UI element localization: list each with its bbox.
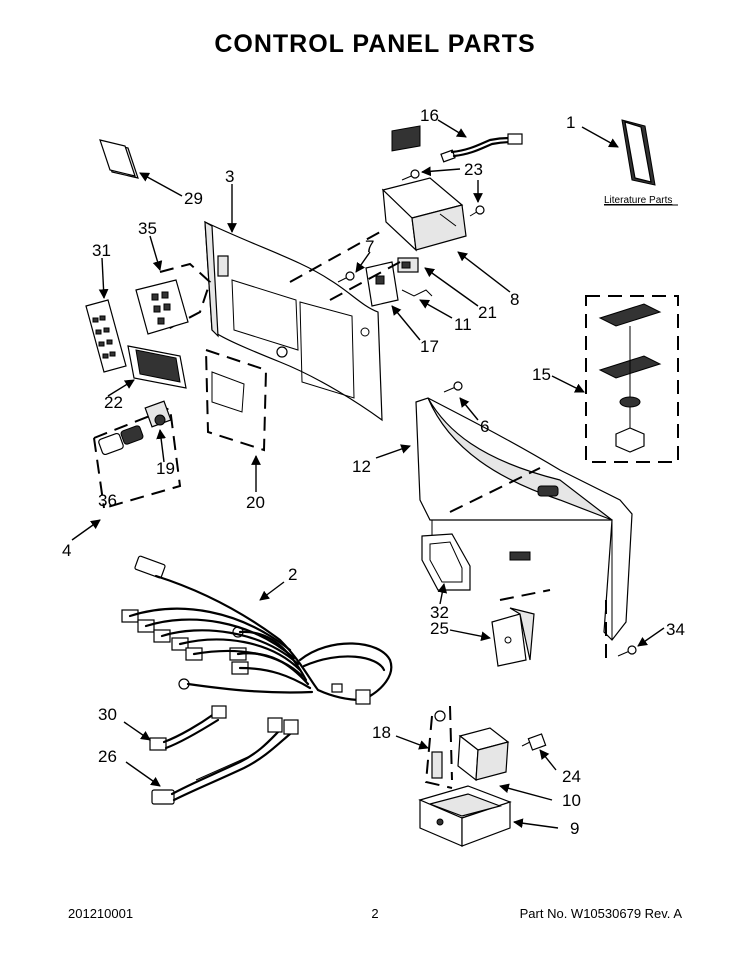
part-29-overlay [99,139,139,179]
callout-24: 24 [562,767,581,786]
part-21-switch [397,257,419,273]
part-10-box [457,727,510,782]
callout-7: 7 [365,237,374,256]
footer-date-code: 201210001 [68,906,134,921]
callout-1: 1 [566,113,575,132]
part-11-bracket [401,289,433,297]
part-15-hardware [585,295,679,463]
callout-35: 35 [138,219,157,238]
part-24-connector [521,733,547,751]
callout-26: 26 [98,747,117,766]
callout-34: 34 [666,620,685,639]
part-31-overlay [85,299,127,373]
part-16-harness [440,133,523,163]
part-3-control-panel [204,220,383,422]
part-17-mount [365,261,399,307]
callout-3: 3 [225,167,234,186]
callout-10: 10 [562,791,581,810]
callout-19: 19 [156,459,175,478]
part-4-lock-group [93,400,182,509]
callout-9: 9 [570,819,579,838]
callout-36: 36 [98,491,117,510]
part-7-screw [337,271,355,283]
part-35-keypad [135,262,212,335]
callout-8: 8 [510,290,519,309]
footer-page-number: 2 [371,906,379,921]
callout-32: 32 [430,603,449,622]
footer-part-number: Part No. W10530679 Rev. A [519,906,682,921]
callout-22: 22 [104,393,123,412]
part-26-harness [151,717,299,805]
callout-30: 30 [98,705,117,724]
page-title: CONTROL PANEL PARTS [214,30,536,58]
callout-11: 11 [454,315,472,334]
callout-17: 17 [420,337,439,356]
part-2-wire-harness [121,555,393,705]
part-25-bracket [491,607,535,667]
callout-21: 21 [478,303,497,322]
callout-4: 4 [62,541,71,560]
part-34-screw [605,600,637,660]
callout-25: 25 [430,619,449,638]
part-9-tray [418,785,512,847]
callout-12: 12 [352,457,371,476]
part-20-plate [204,348,268,452]
callout-15: 15 [532,365,551,384]
callout-2: 2 [288,565,297,584]
part-1-literature [621,119,656,186]
callout-6: 6 [480,417,489,436]
callout-29: 29 [184,189,203,208]
part-18-group [424,705,453,789]
literature-parts-label: Literature Parts [604,195,672,206]
callout-31: 31 [92,241,111,260]
part-22-display [127,345,187,389]
callout-20: 20 [246,493,265,512]
part-8-control-board [381,125,467,252]
part-32-bezel [421,533,471,591]
callout-18: 18 [372,723,391,742]
callout-23: 23 [464,160,483,179]
part-30-harness [149,705,227,751]
part-6-screw [443,381,463,393]
callout-16: 16 [420,106,439,125]
part-23-screws [401,169,485,217]
